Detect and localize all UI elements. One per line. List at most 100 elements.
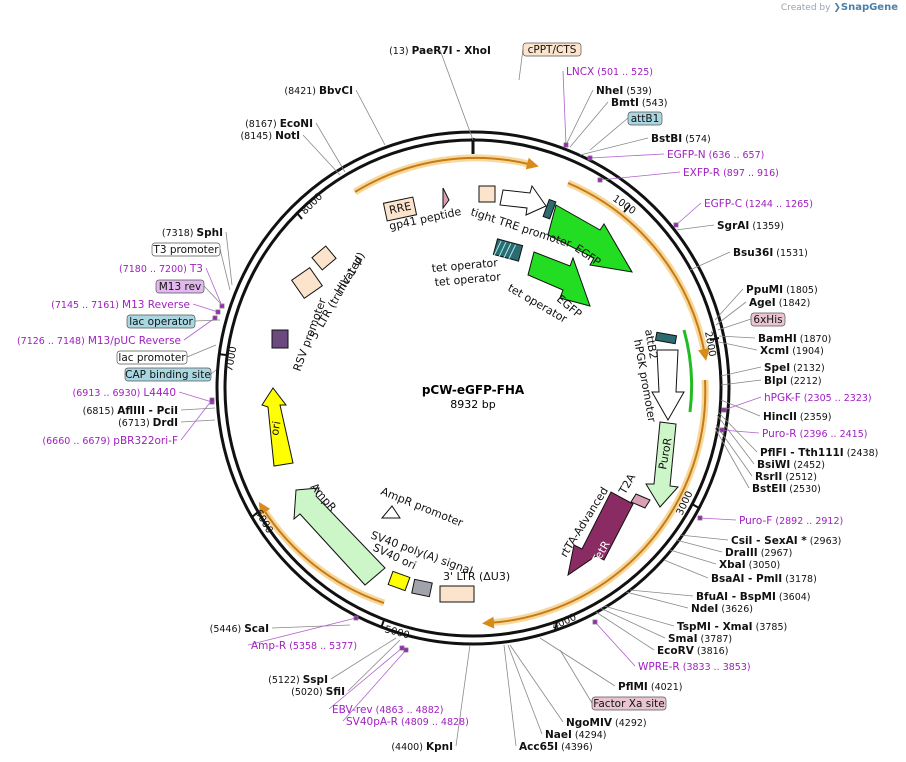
feature-box-label: cPPT/CTS bbox=[522, 42, 582, 57]
restriction-site: (13) PaeR7I - XhoI bbox=[389, 45, 491, 57]
feature-box-text: lac operator bbox=[129, 316, 193, 328]
primer-label: WPRE-R (3833 .. 3853) bbox=[638, 661, 751, 673]
feature-box-text: lac promoter bbox=[118, 352, 186, 364]
restriction-site: XcmI (1904) bbox=[760, 345, 824, 357]
site-label: CsiI - SexAI * (2963) bbox=[731, 535, 841, 547]
restriction-site: (5020) SfiI bbox=[291, 686, 345, 698]
primer: EBV-rev (4863 .. 4882) bbox=[332, 704, 444, 716]
egfp-arrow-inner bbox=[527, 251, 591, 307]
attb2-box bbox=[654, 331, 678, 345]
feature-box-label: lac operator bbox=[126, 314, 196, 329]
restriction-site: SmaI (3787) bbox=[668, 633, 732, 645]
feature-box-text: T3 promoter bbox=[152, 244, 219, 256]
ltr3-box bbox=[439, 585, 475, 603]
label-tetop-1: tet operator bbox=[431, 256, 499, 275]
credit-brand: SnapGene bbox=[840, 2, 898, 13]
feature-box bbox=[750, 312, 786, 327]
t2a-box bbox=[630, 493, 651, 509]
feature-box bbox=[116, 350, 188, 365]
restriction-site: Acc65I (4396) bbox=[519, 741, 593, 753]
restriction-site: (5122) SspI bbox=[268, 674, 328, 686]
primer-label: EGFP-C (1244 .. 1265) bbox=[704, 198, 813, 210]
label-tetop-2: tet operator bbox=[434, 270, 502, 289]
feature-box-label: attB1 bbox=[627, 111, 663, 126]
restriction-site: XbaI (3050) bbox=[719, 559, 780, 571]
site-label: BamHI (1870) bbox=[758, 333, 831, 345]
restriction-site: RsrII (2512) bbox=[755, 471, 817, 483]
restriction-site: (8167) EcoNI bbox=[245, 118, 313, 130]
plasmid-length: 8932 bp bbox=[450, 398, 495, 411]
hpgk-promoter-arrow bbox=[651, 349, 685, 422]
primer: (7126 .. 7148) M13/pUC Reverse bbox=[17, 335, 181, 347]
restriction-site: TspMI - XmaI (3785) bbox=[677, 621, 787, 633]
annotation-labels: (13) PaeR7I - XhoI NheI (539)BmtI (543) Bs… bbox=[17, 42, 878, 753]
primer-label: hPGK-F (2305 .. 2323) bbox=[764, 392, 872, 404]
backbone-outer-ring bbox=[215, 130, 731, 646]
feature-box bbox=[151, 242, 221, 257]
site-label: XcmI (1904) bbox=[760, 345, 824, 357]
site-label: (5020) SfiI bbox=[291, 686, 345, 698]
site-label: SmaI (3787) bbox=[668, 633, 732, 645]
feature-box bbox=[124, 367, 212, 382]
primer: (6660 .. 6679) pBR322ori-F bbox=[42, 435, 178, 447]
site-label: BfuAI - BspMI (3604) bbox=[696, 591, 811, 603]
feature-box bbox=[126, 314, 196, 329]
restriction-site: Bsu36I (1531) bbox=[733, 247, 808, 259]
tre-promoter-arrow bbox=[499, 184, 547, 216]
site-label: NdeI (3626) bbox=[691, 603, 753, 615]
site-label: (6815) AflIII - PciI bbox=[83, 405, 178, 417]
label-puror: PuroR bbox=[656, 436, 674, 470]
credit-prefix: Created by bbox=[780, 3, 831, 13]
restriction-site: AgeI (1842) bbox=[749, 297, 810, 309]
feature-box-label: Factor Xa site bbox=[591, 696, 667, 711]
site-label: BsaAI - PmlI (3178) bbox=[711, 573, 817, 585]
restriction-site: PflMI (4021) bbox=[618, 681, 682, 693]
restriction-site: BstEII (2530) bbox=[752, 483, 821, 495]
site-label: NaeI (4294) bbox=[545, 729, 607, 741]
tick-2000: 2000 bbox=[702, 331, 717, 358]
restriction-site: (6713) DrdI bbox=[118, 417, 178, 429]
site-label: TspMI - XmaI (3785) bbox=[677, 621, 787, 633]
ampr-arrow bbox=[293, 487, 386, 586]
primer: LNCX (501 .. 525) bbox=[566, 66, 653, 78]
site-label: BstEII (2530) bbox=[752, 483, 821, 495]
restriction-site: PpuMI (1805) bbox=[746, 284, 818, 296]
site-label: EcoRV (3816) bbox=[657, 645, 728, 657]
puror-arrow bbox=[645, 421, 680, 508]
tet-operator-box bbox=[542, 198, 557, 220]
restriction-site: BsaAI - PmlI (3178) bbox=[711, 573, 817, 585]
site-label: NheI (539) bbox=[596, 85, 652, 97]
site-label: PflMI (4021) bbox=[618, 681, 682, 693]
site-label: (6713) DrdI bbox=[118, 417, 178, 429]
restriction-site: BlpI (2212) bbox=[764, 375, 822, 387]
feature-box-label: 6xHis bbox=[750, 312, 786, 327]
feature-box-label: T3 promoter bbox=[151, 242, 221, 257]
sv40-polya-box bbox=[411, 578, 433, 598]
site-label: PpuMI (1805) bbox=[746, 284, 818, 296]
restriction-site: CsiI - SexAI * (2963) bbox=[731, 535, 841, 547]
restriction-site: BsiWI (2452) bbox=[757, 459, 825, 471]
restriction-site: (8145) NotI bbox=[240, 130, 300, 142]
label-t2a: T2A bbox=[616, 471, 639, 497]
restriction-site: BmtI (543) bbox=[611, 97, 667, 109]
site-label: BsiWI (2452) bbox=[757, 459, 825, 471]
primer-label: Puro-R (2396 .. 2415) bbox=[762, 428, 867, 440]
feature-box bbox=[591, 696, 667, 711]
restriction-site: BfuAI - BspMI (3604) bbox=[696, 591, 811, 603]
primer-label: Puro-F (2892 .. 2912) bbox=[739, 515, 843, 527]
egfp-arrow bbox=[547, 204, 633, 273]
ori-arrow bbox=[261, 387, 294, 467]
feature-box-text: 6xHis bbox=[753, 314, 782, 326]
restriction-site: (4400) KpnI bbox=[391, 741, 453, 753]
restriction-site: SgrAI (1359) bbox=[717, 220, 784, 232]
restriction-site: (8421) BbvCI bbox=[284, 85, 353, 97]
primer: Amp-R (5358 .. 5377) bbox=[251, 640, 357, 652]
site-label: BmtI (543) bbox=[611, 97, 667, 109]
snapgene-logo-icon: ❯ bbox=[833, 3, 841, 13]
primer-label: LNCX (501 .. 525) bbox=[566, 66, 653, 78]
site-label: BstBI (574) bbox=[651, 133, 711, 145]
restriction-site: PflFI - Tth111I (2438) bbox=[760, 447, 878, 459]
restriction-site: SpeI (2132) bbox=[764, 362, 825, 374]
primer: EGFP-C (1244 .. 1265) bbox=[704, 198, 813, 210]
plasmid-name: pCW-eGFP-FHA bbox=[422, 383, 525, 397]
